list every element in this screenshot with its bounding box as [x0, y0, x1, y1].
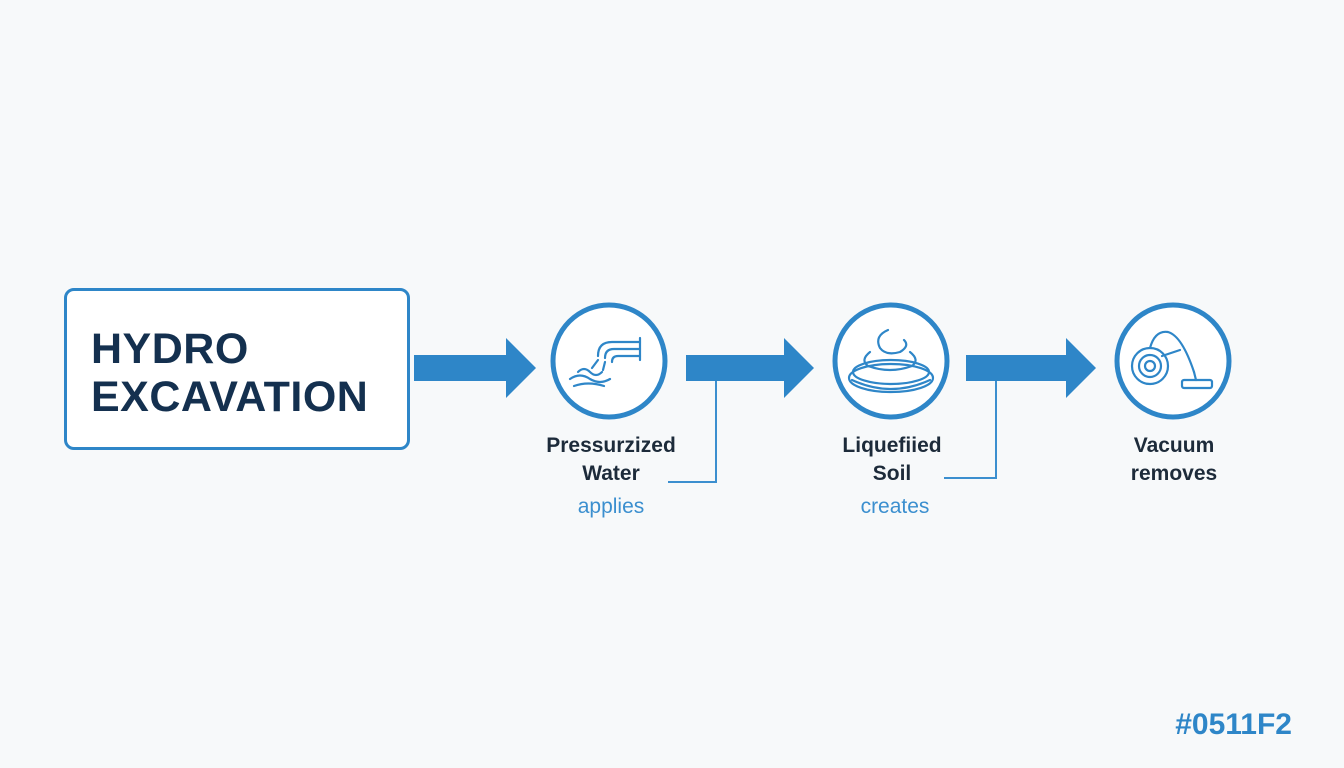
vacuum-cleaner-icon — [1130, 330, 1214, 390]
step-label-3-line-1: Vacuum — [1133, 434, 1215, 457]
connector-label-creates: creates — [860, 495, 930, 518]
connector-line-1 — [668, 381, 717, 483]
title-box: HYDRO EXCAVATION — [64, 288, 410, 450]
step-label-1-line-2: Water — [582, 462, 640, 485]
step-label-3: Vacuum removes — [1074, 432, 1274, 488]
connector-label-applies: applies — [577, 495, 645, 518]
step-label-1: Pressurzized Water — [511, 432, 711, 488]
title-line-2: EXCAVATION — [91, 373, 369, 421]
step-label-1-line-1: Pressurzized — [546, 434, 676, 457]
water-spray-icon — [568, 336, 642, 388]
step-label-3-line-2: removes — [1130, 462, 1218, 485]
watermark-code: #0511F2 — [1175, 708, 1292, 741]
arrow-1 — [414, 338, 536, 398]
soil-swirl-icon — [847, 328, 935, 394]
title-line-1: HYDRO — [91, 325, 249, 373]
connector-line-2 — [944, 381, 997, 479]
arrow-2 — [686, 338, 814, 398]
step-label-2-line-1: Liquefiied — [842, 434, 942, 457]
step-label-2: Liquefiied Soil — [792, 432, 992, 488]
step-label-2-line-2: Soil — [872, 462, 912, 485]
arrow-3 — [966, 338, 1096, 398]
step-circle-1 — [550, 302, 668, 420]
